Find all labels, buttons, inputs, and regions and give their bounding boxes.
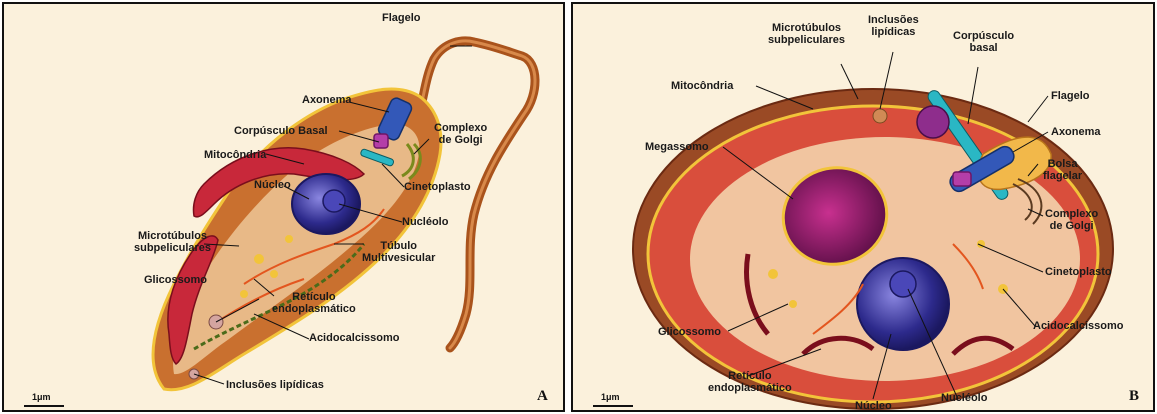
label-flagelo: Flagelo: [382, 12, 421, 24]
panel-letter: A: [537, 388, 548, 405]
label-nucleolo: Nucléolo: [402, 216, 448, 228]
label-complexo-golgi: Complexo de Golgi: [434, 122, 487, 146]
label-mitocondria: Mitocôndria: [671, 80, 733, 92]
label-microtubulos: Microtúbulos subpeliculares: [768, 22, 845, 46]
label-glicossomo: Glicossomo: [144, 274, 207, 286]
scale-label: 1μm: [32, 392, 51, 402]
label-microtubulos: Microtúbulos subpeliculares: [134, 230, 211, 254]
panel-a-trypomastigote: Flagelo Axonema Corpúsculo Basal Complex…: [2, 2, 565, 412]
label-cinetoplasto: Cinetoplasto: [1045, 266, 1112, 278]
label-nucleo: Núcleo: [855, 400, 892, 412]
label-reticulo: Retículo endoplasmático: [708, 370, 792, 394]
label-inclusoes: Inclusões lipídicas: [226, 379, 324, 391]
label-reticulo: Retículo endoplasmático: [272, 291, 356, 315]
label-axonema: Axonema: [302, 94, 352, 106]
label-bolsa-flagelar: Bolsa flagelar: [1043, 158, 1082, 182]
label-glicossomo: Glicossomo: [658, 326, 721, 338]
label-complexo-golgi: Complexo de Golgi: [1045, 208, 1098, 232]
label-acidocalcissomo: Acidocalcissomo: [1033, 320, 1123, 332]
label-nucleolo: Nucléolo: [941, 392, 987, 404]
label-megassomo: Megassomo: [645, 141, 709, 153]
label-flagelo: Flagelo: [1051, 90, 1090, 102]
label-tubulo: Túbulo Multivesicular: [362, 240, 435, 264]
label-nucleo: Núcleo: [254, 179, 291, 191]
label-cinetoplasto: Cinetoplasto: [404, 181, 471, 193]
panel-letter: B: [1129, 388, 1139, 405]
label-acidocalcissomo: Acidocalcissomo: [309, 332, 399, 344]
label-mitocondria: Mitocôndria: [204, 149, 266, 161]
panel-b-amastigote: Microtúbulos subpeliculares Inclusões li…: [571, 2, 1155, 412]
label-inclusoes: Inclusões lipídicas: [868, 14, 919, 38]
label-axonema: Axonema: [1051, 126, 1101, 138]
label-corpusculo-basal: Corpúsculo Basal: [234, 125, 328, 137]
label-corpusculo-basal: Corpúsculo basal: [953, 30, 1014, 54]
panel-a-illustration: [4, 4, 565, 412]
scale-label: 1μm: [601, 392, 620, 402]
